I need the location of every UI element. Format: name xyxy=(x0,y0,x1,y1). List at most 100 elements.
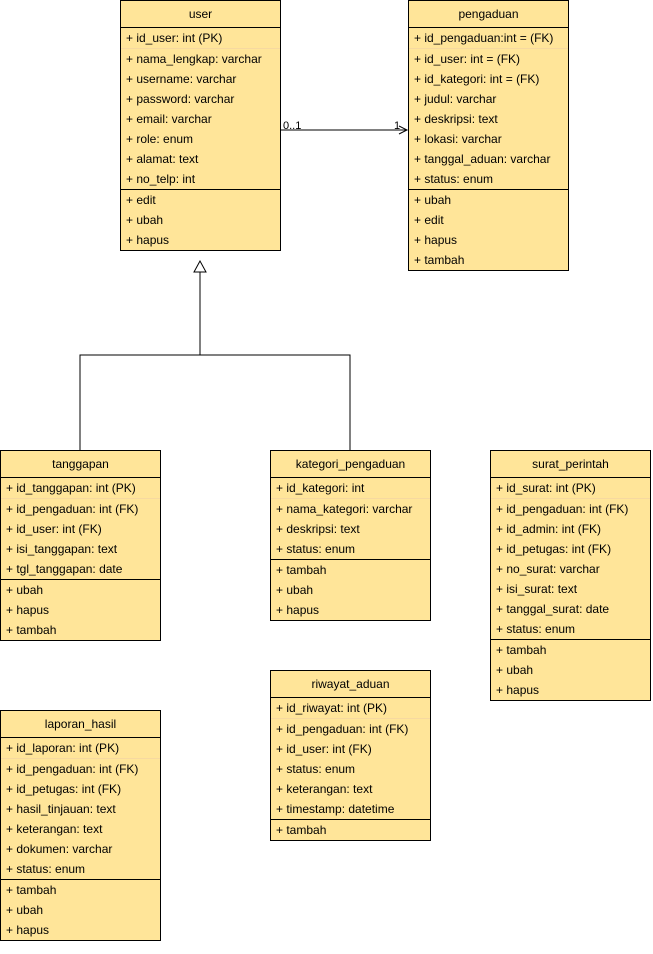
method: + hapus xyxy=(414,233,458,247)
method: + hapus xyxy=(126,233,170,247)
class-surat-perintah: surat_perintah + id_surat: int (PK) + id_p… xyxy=(490,450,651,701)
attribute: + tanggal_surat: date xyxy=(496,602,610,616)
attribute: + alamat: text xyxy=(126,152,199,166)
attribute: + keterangan: text xyxy=(276,782,373,796)
attribute: + tanggal_aduan: varchar xyxy=(414,152,551,166)
attribute: + email: varchar xyxy=(126,112,212,126)
source-multiplicity-label: 0..1 xyxy=(283,120,302,132)
attribute-pk: + id_kategori: int xyxy=(276,481,365,495)
attribute: + id_kategori: int = (FK) xyxy=(414,72,540,86)
attribute: + id_admin: int (FK) xyxy=(496,522,602,536)
attribute: + id_pengaduan: int (FK) xyxy=(271,718,430,739)
method: + hapus xyxy=(6,603,50,617)
attribute: + id_petugas: int (FK) xyxy=(6,782,122,796)
attribute-pk: + id_pengaduan:int = (FK) xyxy=(414,31,554,45)
attribute: + status: enum xyxy=(276,542,356,556)
method: + ubah xyxy=(6,583,44,597)
attribute: + lokasi: varchar xyxy=(414,132,502,146)
attributes-section: + id_user: int (PK) + nama_lengkap: varch… xyxy=(121,28,280,189)
class-tanggapan: tanggapan + id_tanggapan: int (PK) + id_pe… xyxy=(0,450,161,641)
class-pengaduan: pengaduan + id_pengaduan:int = (FK) + id_u… xyxy=(408,0,569,271)
class-user: user + id_user: int (PK) + nama_lengkap: v… xyxy=(120,0,281,251)
generalization-line xyxy=(79,354,351,450)
method: + ubah xyxy=(126,213,164,227)
attribute-pk: + id_user: int (PK) xyxy=(126,31,223,45)
attribute: + dokumen: varchar xyxy=(6,842,113,856)
class-name: laporan_hasil xyxy=(1,711,160,738)
attribute: + tgl_tanggapan: date xyxy=(6,562,123,576)
attribute: + isi_tanggapan: text xyxy=(6,542,118,556)
methods-section: + tambah + ubah + hapus xyxy=(491,639,650,700)
attribute: + no_telp: int xyxy=(126,172,196,186)
attribute: + id_petugas: int (FK) xyxy=(496,542,612,556)
method: + tambah xyxy=(276,823,327,837)
methods-section: + ubah + edit + hapus + tambah xyxy=(409,189,568,270)
attributes-section: + id_pengaduan:int = (FK) + id_user: int … xyxy=(409,28,568,189)
attribute: + nama_lengkap: varchar xyxy=(121,48,280,69)
attributes-section: + id_riwayat: int (PK) + id_pengaduan: in… xyxy=(271,698,430,819)
attribute-pk: + id_riwayat: int (PK) xyxy=(276,701,388,715)
methods-section: + tambah + ubah + hapus xyxy=(271,559,430,620)
attribute: + id_user: int (FK) xyxy=(276,742,372,756)
methods-section: + ubah + hapus + tambah xyxy=(1,579,160,640)
attribute-pk: + id_tanggapan: int (PK) xyxy=(6,481,136,495)
attribute: + id_pengaduan: int (FK) xyxy=(1,758,160,779)
class-name: riwayat_aduan xyxy=(271,671,430,698)
class-name: pengaduan xyxy=(409,1,568,28)
class-kategori-pengaduan: kategori_pengaduan + id_kategori: int + na… xyxy=(270,450,431,621)
association-arrowhead xyxy=(398,125,409,135)
methods-section: + tambah + ubah + hapus xyxy=(1,879,160,940)
attribute: + status: enum xyxy=(6,862,86,876)
attribute: + password: varchar xyxy=(126,92,235,106)
method: + hapus xyxy=(496,683,540,697)
method: + edit xyxy=(126,193,156,207)
attribute: + no_surat: varchar xyxy=(496,562,600,576)
attribute: + username: varchar xyxy=(126,72,237,86)
target-multiplicity-label: 1 xyxy=(394,120,401,132)
method: + tambah xyxy=(6,883,57,897)
attribute: + deskripsi: text xyxy=(276,522,360,536)
attribute: + deskripsi: text xyxy=(414,112,498,126)
method: + ubah xyxy=(6,903,44,917)
methods-section: + edit + ubah + hapus xyxy=(121,189,280,250)
method: + tambah xyxy=(414,253,465,267)
generalization-triangle xyxy=(193,259,207,273)
class-riwayat-aduan: riwayat_aduan+ id_riwayat: int (PK)+ id_… xyxy=(270,670,431,841)
attributes-section: + id_kategori: int + nama_kategori: varch… xyxy=(271,478,430,559)
method: + ubah xyxy=(276,583,314,597)
attribute-pk: + id_laporan: int (PK) xyxy=(6,741,120,755)
attribute: + isi_surat: text xyxy=(496,582,578,596)
class-name: surat_perintah xyxy=(491,451,650,478)
attribute: + role: enum xyxy=(126,132,194,146)
method: + ubah xyxy=(414,193,452,207)
attribute: + timestamp: datetime xyxy=(276,802,395,816)
method: + tambah xyxy=(6,623,57,637)
attributes-section: + id_surat: int (PK) + id_pengaduan: int … xyxy=(491,478,650,639)
attribute: + id_pengaduan: int (FK) xyxy=(491,498,650,519)
attribute: + status: enum xyxy=(414,172,494,186)
method: + tambah xyxy=(496,643,547,657)
method: + tambah xyxy=(276,563,327,577)
class-laporan-hasil: laporan_hasil+ id_laporan: int (PK)+ id_… xyxy=(0,710,161,941)
method: + ubah xyxy=(496,663,534,677)
methods-section: + tambah xyxy=(271,819,430,840)
method: + edit xyxy=(414,213,444,227)
attribute: + id_user: int = (FK) xyxy=(409,48,568,69)
attribute: + keterangan: text xyxy=(6,822,103,836)
attribute: + status: enum xyxy=(496,622,576,636)
attribute-pk: + id_surat: int (PK) xyxy=(496,481,596,495)
method: + hapus xyxy=(276,603,320,617)
attributes-section: + id_laporan: int (PK) + id_pengaduan: in… xyxy=(1,738,160,879)
attributes-section: + id_tanggapan: int (PK) + id_pengaduan: … xyxy=(1,478,160,579)
method: + hapus xyxy=(6,923,50,937)
class-name: kategori_pengaduan xyxy=(271,451,430,478)
attribute: + judul: varchar xyxy=(414,92,497,106)
attribute: + hasil_tinjauan: text xyxy=(6,802,116,816)
attribute: + status: enum xyxy=(276,762,356,776)
attribute: + id_user: int (FK) xyxy=(6,522,102,536)
class-name: tanggapan xyxy=(1,451,160,478)
class-name: user xyxy=(121,1,280,28)
attribute: + nama_kategori: varchar xyxy=(271,498,430,519)
attribute: + id_pengaduan: int (FK) xyxy=(1,498,160,519)
